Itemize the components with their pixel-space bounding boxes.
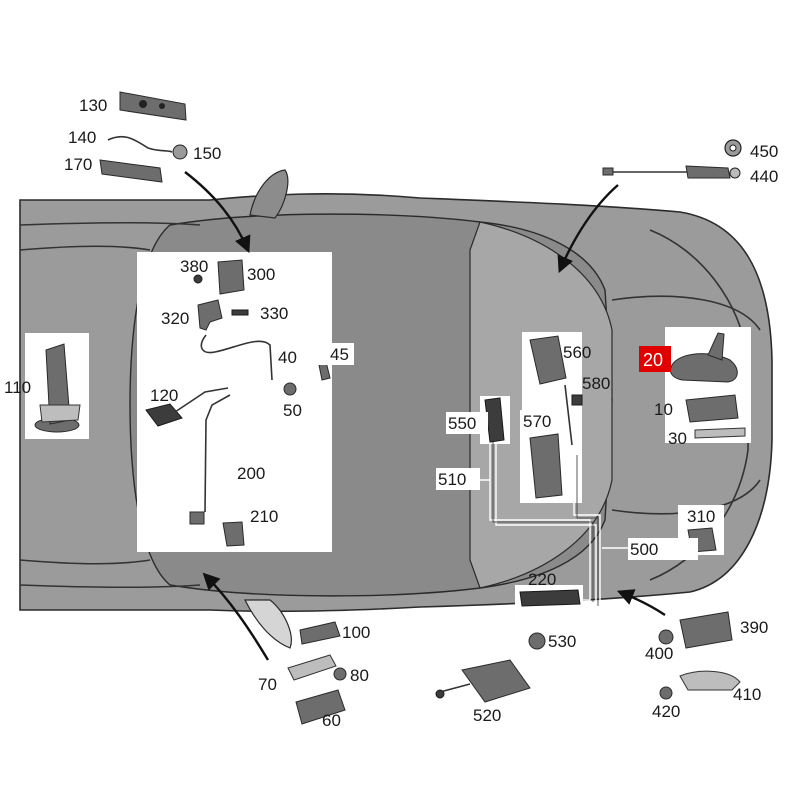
part-10-module [685,394,739,423]
part-220-strip [519,589,581,607]
label-110: 110 [4,378,31,397]
label-450: 450 [750,142,778,161]
label-510: 510 [438,470,466,489]
label-45: 45 [330,345,349,364]
part-100-handle [299,621,341,645]
label-440: 440 [750,167,778,186]
part-210-connector [222,521,245,547]
part-30-gasket [694,427,746,439]
part-40-cable [200,334,273,381]
label-170: 170 [64,155,92,174]
wiring-harness-dark [492,442,599,606]
label-220: 220 [528,570,556,589]
part-50-grommet [283,382,297,396]
label-200: 200 [237,464,265,483]
label-560: 560 [563,343,591,362]
part-550-switch [484,397,505,443]
label-580: 580 [582,374,610,393]
part-120-pad [145,403,183,427]
label-20: 20 [643,350,663,370]
part-200-cable [204,394,231,513]
label-320: 320 [161,309,189,328]
part-580-bolt [571,394,583,406]
panel-antenna [665,327,751,443]
part-330-bolt [231,309,249,316]
label-40: 40 [278,348,297,367]
part-300-module [217,259,245,295]
label-100: 100 [342,623,370,642]
label-410: 410 [733,685,761,704]
part-560-module [529,335,567,385]
label-570: 570 [523,412,551,431]
label-330: 330 [260,304,288,323]
wiring-harness [468,442,628,608]
part-130-module [119,91,187,121]
label-60: 60 [322,711,341,730]
label-150: 150 [193,144,221,163]
part-60-cover [295,689,346,725]
part-520-lock [435,659,531,703]
part-110-sensor [34,343,81,433]
part-380-screw [193,274,203,284]
part-440-cable [602,165,741,179]
label-500: 500 [630,540,658,559]
label-120: 120 [150,386,178,405]
part-80-grommet [333,667,347,681]
label-400: 400 [645,644,673,663]
label-30: 30 [668,429,687,448]
part-390-module [679,611,733,649]
highlight-box-20 [639,346,671,372]
label-300: 300 [247,265,275,284]
label-530: 530 [548,632,576,651]
part-320-bracket [197,299,223,331]
part-150-grommet [172,144,188,160]
label-backgrounds [296,343,698,560]
label-520: 520 [473,706,501,725]
label-50: 50 [283,401,302,420]
part-170-bracket [99,159,163,183]
part-570-module [529,433,563,499]
label-380: 380 [180,257,208,276]
label-550: 550 [448,414,476,433]
part-20-antenna [669,332,738,383]
label-390: 390 [740,618,768,637]
label-310: 310 [687,507,715,526]
label-70: 70 [258,675,277,694]
part-420-grommet [659,686,673,700]
part-140-cable [107,135,173,153]
label-80: 80 [350,666,369,685]
label-130: 130 [79,96,107,115]
label-210: 210 [250,507,278,526]
part-70-bracket [287,654,337,681]
label-10: 10 [654,400,673,419]
label-140: 140 [68,128,96,147]
panel-center-left [137,252,332,552]
part-410-cable [679,670,741,691]
part-530-grommet [528,632,546,650]
label-420: 420 [652,702,680,721]
part-400-nut [658,629,674,645]
callout-arrows [184,171,666,661]
